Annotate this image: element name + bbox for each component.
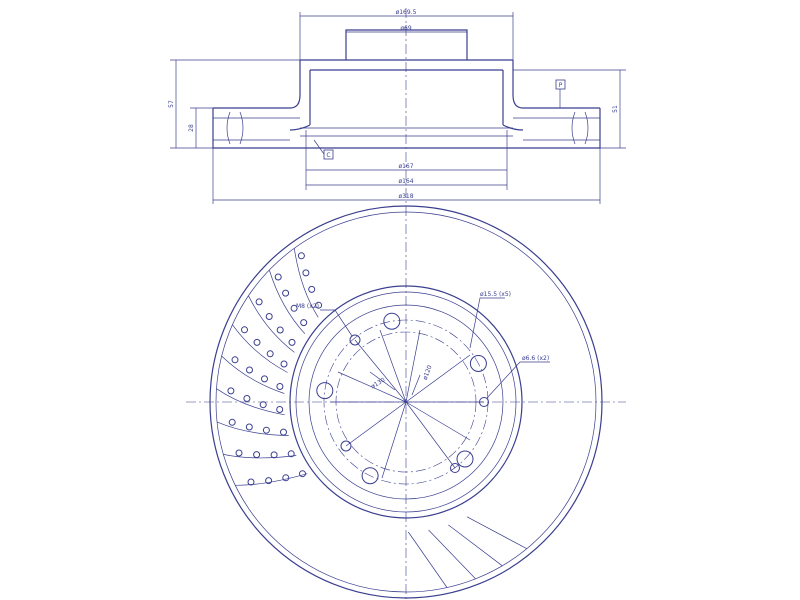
stud-hole — [456, 450, 474, 468]
stud-note: ø15.5 (x5) — [480, 291, 511, 298]
drilled-hole — [262, 426, 270, 434]
drilled-hole — [276, 406, 284, 413]
bolt-hole-m8-b — [340, 440, 352, 452]
vane-ends — [226, 111, 589, 145]
drilled-hole — [276, 383, 284, 390]
drilled-hole — [280, 360, 288, 368]
stud-holes — [316, 312, 487, 485]
vane-slot — [448, 524, 503, 567]
drilled-hole — [247, 478, 255, 486]
hat-inner-wall — [289, 69, 524, 131]
bolt-note: M8 (x2) — [296, 303, 319, 310]
stud-note-leader — [469, 297, 505, 349]
drilled-hole — [266, 350, 274, 358]
drilled-hole — [315, 301, 323, 309]
p-mark-box — [555, 79, 566, 90]
drilled-hole — [253, 338, 261, 346]
drilled-hole — [228, 418, 236, 426]
drilled-hole — [290, 304, 298, 312]
vane-slot — [268, 269, 306, 335]
pcd-a-label: ø130 — [370, 376, 387, 390]
bolt-note-leader — [320, 309, 353, 337]
dim-hat-inner-a: ø167 — [398, 163, 413, 170]
pcd-a-leader — [369, 371, 396, 391]
stud-hole — [383, 312, 401, 330]
drilled-hole — [243, 395, 251, 402]
drilled-hole — [241, 326, 248, 334]
hat-inner-circle — [295, 291, 517, 513]
drilled-hole — [265, 477, 273, 485]
drilled-hole — [255, 298, 263, 306]
drilled-hole — [265, 313, 273, 320]
dim-hat-outer: ø169.5 — [396, 9, 417, 16]
c-mark-leader — [313, 139, 325, 155]
drilled-hole — [231, 356, 239, 364]
side-view: ø169.5 ø69 ø167 ø164 ø318 57 28 51 C P — [168, 8, 626, 600]
drilled-hole — [235, 449, 243, 457]
stud-hole — [316, 382, 334, 400]
drilled-hole — [276, 326, 284, 334]
front-view: M8 (x2) ø15.5 (x5) ø6.6 (x2) ø130 ø120 — [186, 205, 626, 599]
drilled-hole — [288, 338, 296, 346]
bolt-hole-m8-a — [349, 334, 361, 346]
dim-hat-inner-b: ø164 — [398, 178, 413, 185]
drilled-hole — [280, 428, 287, 436]
c-mark: C — [326, 152, 330, 159]
vane-slot — [216, 388, 285, 416]
drilled-hole — [299, 470, 306, 478]
drilled-hole — [302, 269, 310, 277]
disc-outer-edge — [209, 205, 603, 599]
drilled-vane-pattern — [216, 248, 527, 588]
disc-outer-chamfer — [215, 211, 597, 593]
vane-slot — [248, 295, 295, 353]
drilled-hole — [246, 366, 253, 374]
radial-lines — [330, 329, 484, 479]
drilled-hole — [245, 423, 253, 431]
friction-ring-lines — [213, 117, 600, 141]
c-mark-box — [323, 149, 334, 160]
drilled-hole — [308, 285, 316, 293]
vane-slot — [428, 529, 476, 580]
vane-slot — [235, 473, 308, 486]
hat-profile — [212, 29, 601, 149]
vane-slot — [216, 421, 289, 436]
drilled-hole — [282, 474, 290, 482]
vane-slot — [221, 355, 285, 394]
dim-center-bore: ø69 — [400, 25, 411, 32]
vane-slot — [293, 248, 319, 318]
vane-slot — [232, 324, 288, 373]
stud-hole — [361, 467, 379, 485]
drilled-hole — [270, 451, 278, 459]
drilled-hole — [297, 252, 305, 260]
drilled-hole — [253, 451, 261, 459]
pin-note-leader — [486, 361, 550, 399]
hat-outer-circle — [289, 285, 523, 519]
drilled-hole — [259, 401, 267, 409]
dim-overall: ø318 — [398, 193, 413, 200]
drilled-hole — [300, 319, 308, 327]
drilled-hole — [227, 387, 235, 395]
vane-slot — [408, 531, 448, 588]
drilled-hole — [287, 450, 295, 458]
dim-height-right: 51 — [612, 105, 619, 113]
p-mark: P — [559, 82, 563, 89]
stud-hole — [469, 355, 487, 372]
pcd-b-leader — [411, 374, 421, 396]
drilled-hole — [282, 289, 290, 297]
pin-hole-b — [450, 463, 460, 473]
dim-height-left: 57 — [168, 100, 175, 108]
pcd-b-label: ø120 — [422, 364, 434, 381]
vane-slot — [466, 516, 527, 550]
mounting-face-circle — [308, 304, 504, 500]
drilled-hole — [261, 375, 268, 383]
pin-note: ø6.6 (x2) — [522, 355, 549, 362]
dim-thickness: 28 — [188, 124, 195, 132]
drilled-hole — [274, 273, 282, 281]
